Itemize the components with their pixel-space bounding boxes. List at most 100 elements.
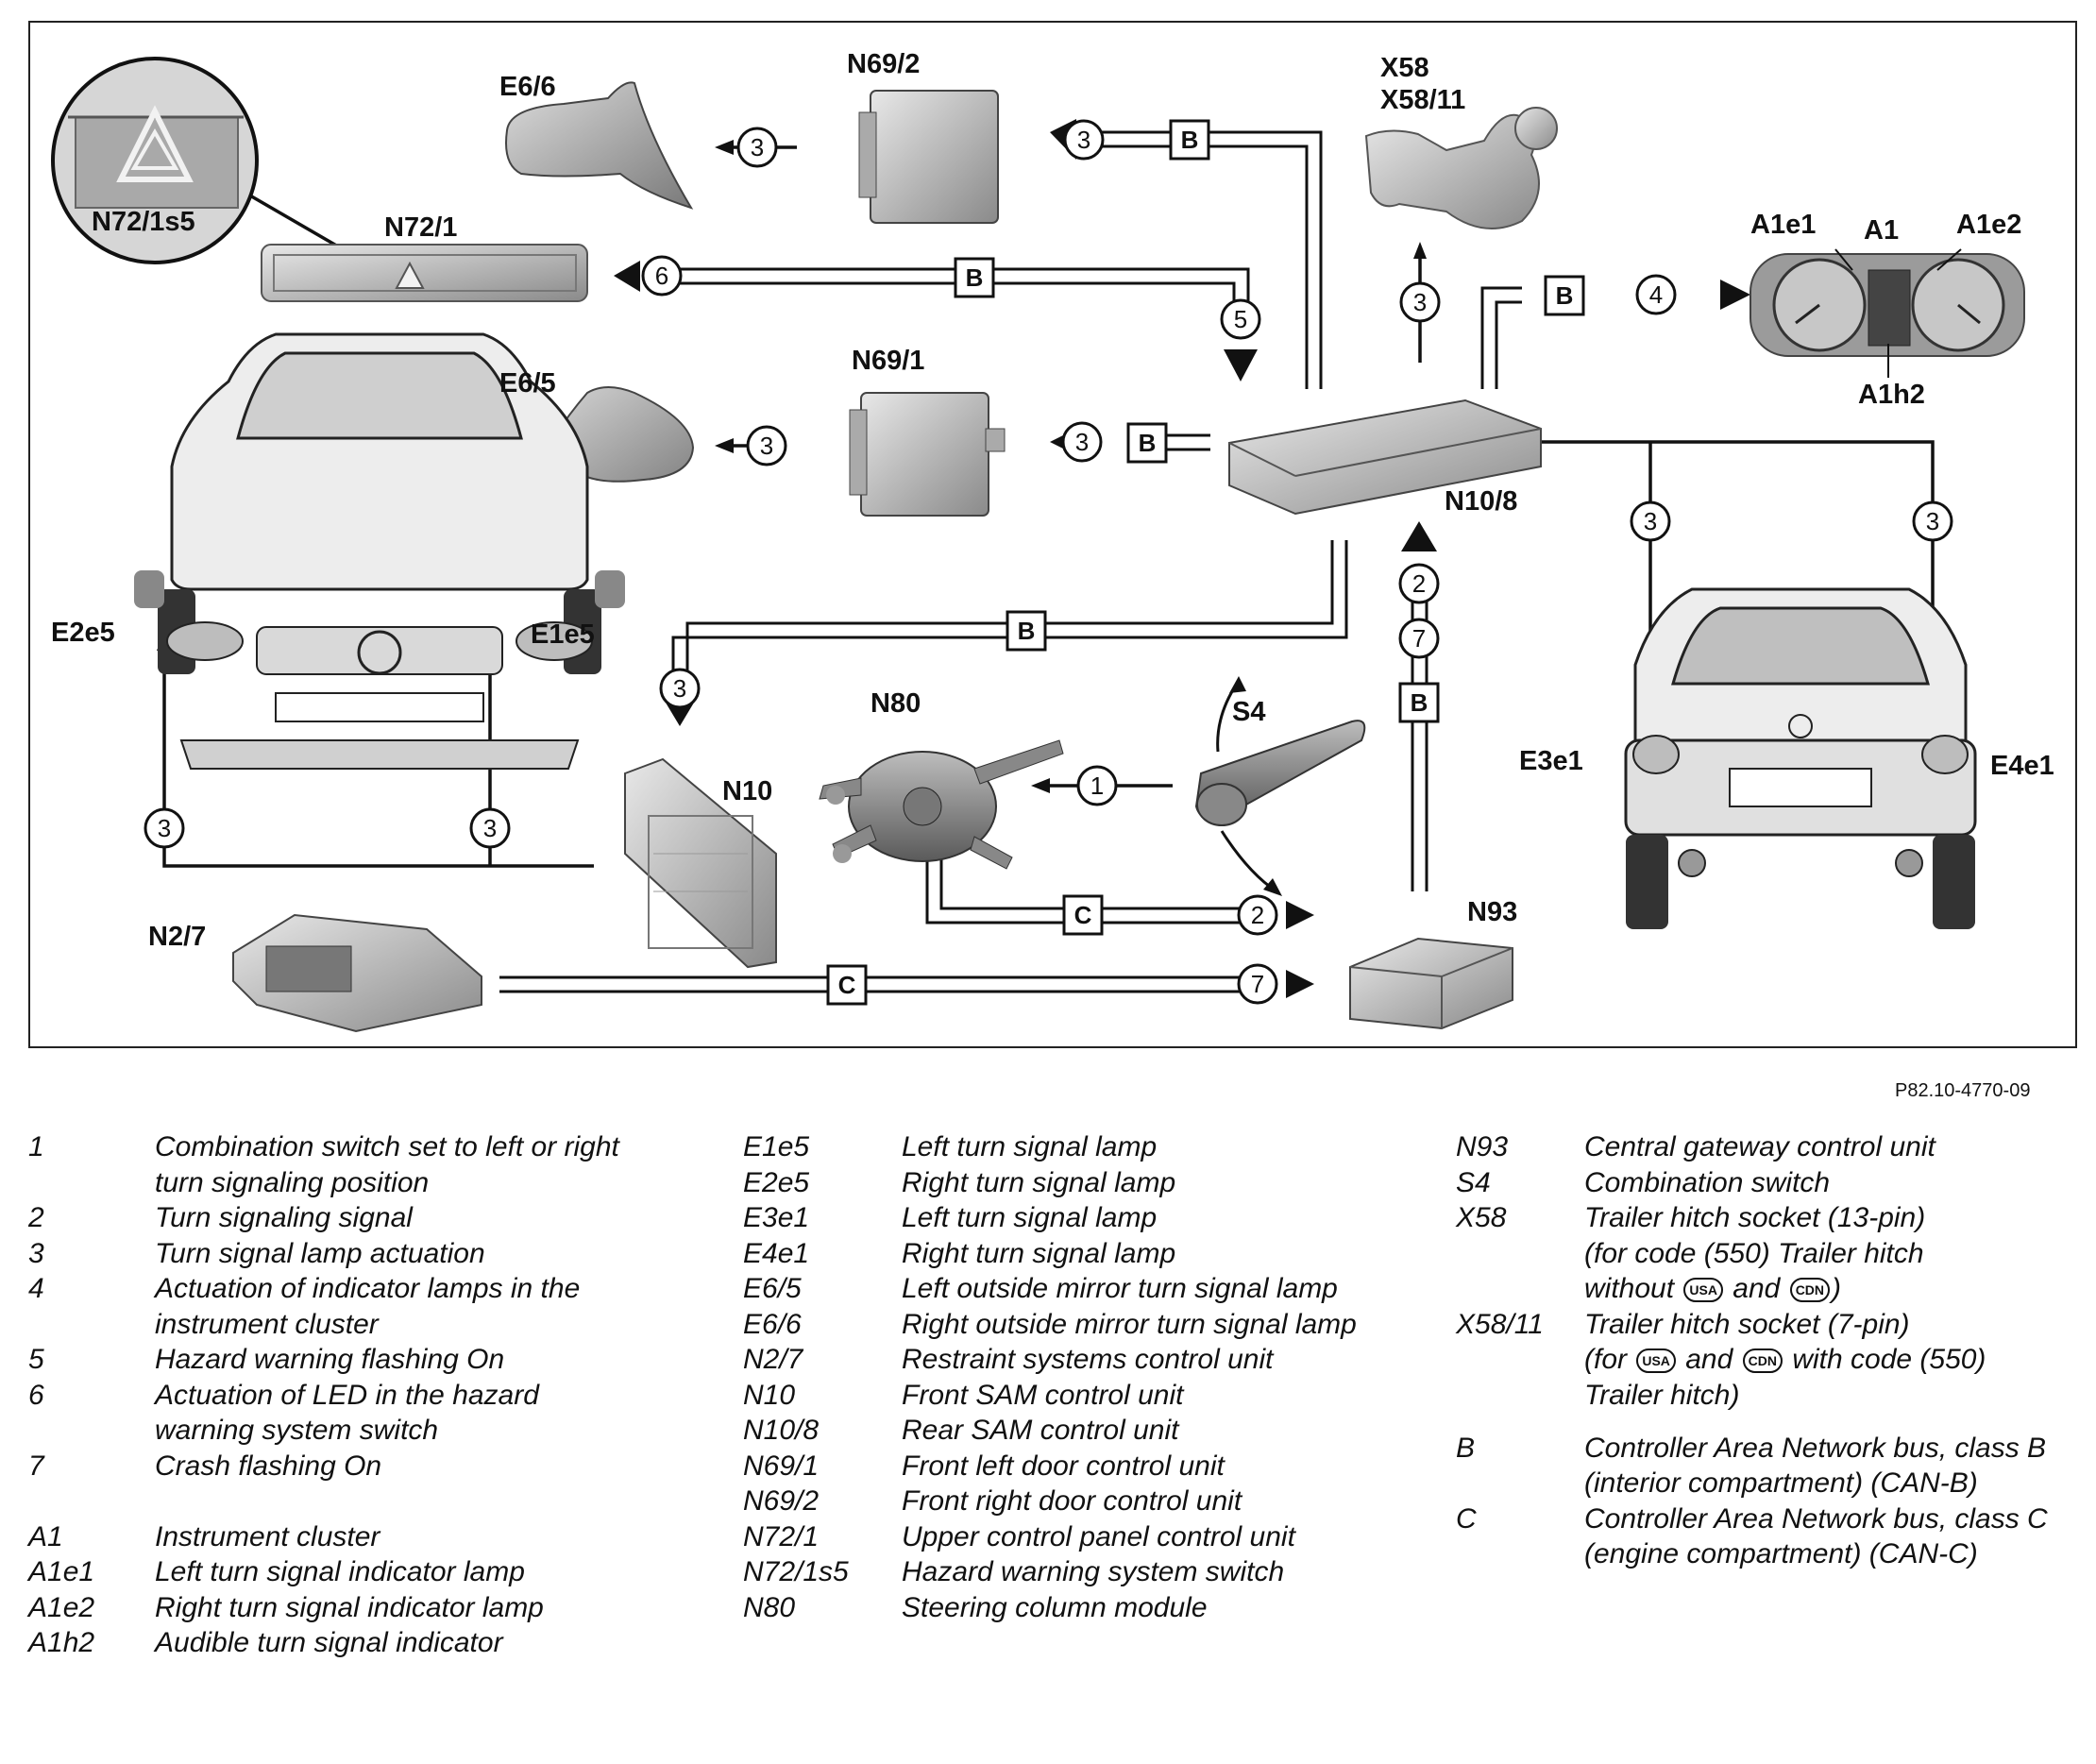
legend-description: Right turn signal lamp xyxy=(902,1166,1176,1198)
label-n80: N80 xyxy=(871,688,921,719)
legend-description: Combination switch set to left or right … xyxy=(155,1131,619,1198)
legend-description: (for code (550) Trailer hitch xyxy=(1584,1237,1924,1269)
legend-key: N2/7 xyxy=(743,1344,803,1375)
signal-circle-3: 3 xyxy=(1912,500,1953,542)
svg-text:C: C xyxy=(838,971,856,999)
legend-description: Central gateway control unit xyxy=(1584,1131,1935,1162)
legend-row: 7 Crash flashing On xyxy=(28,1449,633,1484)
svg-text:3: 3 xyxy=(673,674,686,703)
legend-key: N69/2 xyxy=(743,1485,820,1517)
svg-text:B: B xyxy=(1018,617,1036,645)
n93-to-n10-8-arrowhead xyxy=(1401,521,1437,551)
legend-key: E2e5 xyxy=(743,1166,810,1198)
label-a1e2: A1e2 xyxy=(1956,210,2022,240)
legend-description: Trailer hitch socket (13-pin) xyxy=(1584,1202,1926,1233)
svg-text:3: 3 xyxy=(1644,507,1657,535)
usa-badge: USA xyxy=(1683,1278,1723,1303)
svg-text:B: B xyxy=(966,263,984,292)
label-n69-2: N69/2 xyxy=(847,49,921,79)
svg-text:3: 3 xyxy=(760,432,773,460)
legend-key: A1e2 xyxy=(28,1591,95,1623)
legend-key: N10 xyxy=(743,1379,796,1411)
legend-key: 2 xyxy=(28,1202,44,1233)
cdn-badge: CDN xyxy=(1742,1348,1783,1374)
legend-key: A1e1 xyxy=(28,1556,95,1587)
n2-7-module-illustration xyxy=(232,913,482,1033)
legend-description: Actuation of indicator lamps in the inst… xyxy=(155,1273,581,1340)
svg-text:3: 3 xyxy=(1926,507,1939,535)
legend-description: Instrument cluster xyxy=(155,1520,380,1552)
legend-key: E1e5 xyxy=(743,1131,810,1162)
legend-key: X58 xyxy=(1456,1202,1507,1233)
label-n93: N93 xyxy=(1467,897,1518,927)
trailer-hitch-illustration xyxy=(1364,107,1558,229)
label-s4: S4 xyxy=(1232,697,1266,727)
svg-text:3: 3 xyxy=(1413,288,1427,316)
legend-description: Right turn signal lamp xyxy=(902,1237,1176,1269)
legend-description: Right turn signal indicator lamp xyxy=(155,1591,544,1623)
label-e2e5: E2e5 xyxy=(51,618,115,648)
legend-key: N72/1s5 xyxy=(743,1556,849,1587)
legend-description: Left outside mirror turn signal lamp xyxy=(902,1273,1338,1304)
usa-badge: USA xyxy=(1636,1348,1676,1374)
legend-description: Front SAM control unit xyxy=(902,1379,1184,1411)
svg-text:7: 7 xyxy=(1251,970,1264,998)
signal-circle-3: 3 xyxy=(469,807,511,849)
legend-key: C xyxy=(1456,1502,1477,1535)
svg-text:6: 6 xyxy=(655,262,668,290)
label-e6-6: E6/6 xyxy=(499,72,556,102)
signal-circle-3: 3 xyxy=(736,127,778,168)
signal-circle-3: 3 xyxy=(1063,119,1105,161)
svg-text:7: 7 xyxy=(1412,624,1426,653)
bus-b-box: B xyxy=(1544,275,1585,316)
legend-description: Restraint systems control unit xyxy=(902,1344,1274,1375)
wiring-diagram: B B B B B B C C 3 3 xyxy=(51,57,2025,1033)
label-x58: X58 xyxy=(1380,53,1429,83)
legend-key: N10/8 xyxy=(743,1415,820,1446)
legend-row: A1e2 Right turn signal indicator lamp xyxy=(28,1590,633,1626)
legend-key: N80 xyxy=(743,1591,796,1623)
signal-circle-7: 7 xyxy=(1237,963,1278,1005)
legend-key: 7 xyxy=(28,1450,44,1482)
legend-key: E6/6 xyxy=(743,1308,802,1340)
legend-description: without USA and CDN) xyxy=(1584,1273,1842,1304)
label-e4e1: E4e1 xyxy=(1990,751,2054,781)
bus-b-box: B xyxy=(1126,422,1168,464)
label-a1e1: A1e1 xyxy=(1750,210,1817,240)
legend-key: X58/11 xyxy=(1456,1308,1544,1340)
mirror-e6-6-illustration xyxy=(505,81,694,210)
svg-text:3: 3 xyxy=(1077,126,1090,154)
svg-text:4: 4 xyxy=(1649,280,1663,309)
n93-module-illustration xyxy=(1349,937,1513,1030)
s4-motion-arrow-down xyxy=(1220,830,1277,893)
legend-row: E2e5 Right turn signal lamp xyxy=(743,1165,1404,1201)
label-n10: N10 xyxy=(722,776,773,806)
svg-text:5: 5 xyxy=(1234,305,1247,333)
svg-text:2: 2 xyxy=(1412,569,1426,598)
svg-text:2: 2 xyxy=(1251,901,1264,929)
legend-description: Crash flashing On xyxy=(155,1450,382,1482)
legend-description: Front left door control unit xyxy=(902,1450,1225,1482)
s4-stalk-illustration xyxy=(1194,720,1366,826)
svg-text:3: 3 xyxy=(1075,428,1089,456)
legend-description: Controller Area Network bus, class B (in… xyxy=(1584,1432,2047,1500)
label-n72-1: N72/1 xyxy=(384,212,458,243)
